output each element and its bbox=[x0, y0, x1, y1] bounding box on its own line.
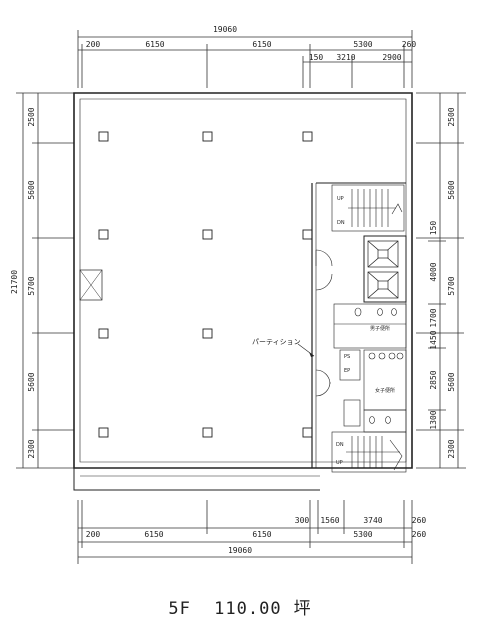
dim-bottom-seg-3: 6150 bbox=[252, 530, 271, 539]
dim-right-inner-2: 4000 bbox=[429, 262, 438, 281]
dim-top-seg-4: 5300 bbox=[353, 40, 372, 49]
dim-bottom-seg-5: 1560 bbox=[320, 516, 339, 525]
dim-top-seg-5: 260 bbox=[402, 40, 417, 49]
column bbox=[202, 427, 213, 438]
top-dimension-lines bbox=[77, 30, 413, 88]
restrooms bbox=[333, 303, 407, 433]
column bbox=[202, 131, 213, 142]
column bbox=[202, 229, 213, 240]
dim-left-seg-5: 2300 bbox=[27, 439, 36, 458]
bottom-dimension-lines bbox=[77, 500, 413, 564]
exterior-walls bbox=[73, 92, 413, 491]
dim-left-seg-3: 5700 bbox=[27, 276, 36, 295]
dim-left-seg-2: 5600 bbox=[27, 180, 36, 199]
column bbox=[302, 427, 313, 438]
dim-left-seg-4: 5600 bbox=[27, 372, 36, 391]
elevators bbox=[367, 240, 399, 299]
dim-right-inner-5: 2850 bbox=[429, 370, 438, 389]
dim-right-inner-4: 1450 bbox=[429, 330, 438, 349]
ep-label: EP bbox=[344, 368, 350, 374]
dim-bottom-sub-1: 5300 bbox=[353, 530, 372, 539]
partition-callout: パーティション bbox=[252, 338, 301, 346]
dim-top-seg-1: 200 bbox=[86, 40, 101, 49]
womens-wc-label: 女子便所 bbox=[375, 387, 395, 394]
dim-top-seg-2: 6150 bbox=[145, 40, 164, 49]
ps-label: PS bbox=[344, 354, 350, 360]
partition-arrowhead bbox=[309, 352, 314, 357]
dim-right-inner-1: 150 bbox=[429, 221, 438, 236]
floor-label: 5F bbox=[168, 599, 191, 619]
dim-left-total: 21700 bbox=[10, 270, 19, 294]
elevator-shaft bbox=[363, 235, 407, 303]
column bbox=[302, 131, 313, 142]
dim-top-total: 19060 bbox=[213, 25, 237, 34]
dim-right-outer-4: 5600 bbox=[447, 372, 456, 391]
dim-bottom-sub-2: 260 bbox=[412, 530, 427, 539]
dim-left-seg-1: 2500 bbox=[27, 107, 36, 126]
dim-right-outer-2: 5600 bbox=[447, 180, 456, 199]
column bbox=[98, 328, 109, 339]
dim-top-sub-1: 150 bbox=[309, 53, 324, 62]
area-unit: 坪 bbox=[293, 599, 312, 619]
stair-dn-label-lower: DN bbox=[336, 442, 344, 448]
right-dimension-lines bbox=[416, 92, 466, 469]
dim-bottom-seg-1: 200 bbox=[86, 530, 101, 539]
dim-right-inner-3: 1700 bbox=[429, 308, 438, 327]
column bbox=[98, 427, 109, 438]
column bbox=[98, 131, 109, 142]
stairwell-lower bbox=[331, 431, 407, 473]
dim-right-inner-6: 1300 bbox=[429, 410, 438, 429]
stair-up-label-lower: UP bbox=[336, 460, 343, 466]
mens-wc-label: 男子便所 bbox=[370, 325, 390, 332]
left-notch-hatch bbox=[79, 269, 103, 301]
left-notch bbox=[79, 269, 103, 301]
partition-doors bbox=[315, 249, 333, 397]
dim-right-outer-1: 2500 bbox=[447, 107, 456, 126]
structural-columns bbox=[98, 131, 313, 438]
dim-bottom-seg-2: 6150 bbox=[144, 530, 163, 539]
dim-right-outer-5: 2300 bbox=[447, 439, 456, 458]
dim-top-sub-2: 3210 bbox=[336, 53, 355, 62]
dim-bottom-total: 19060 bbox=[228, 546, 252, 555]
stair-dn-label: DN bbox=[337, 220, 345, 226]
floor-caption: 5F 110.00 坪 bbox=[0, 594, 480, 619]
dim-bottom-seg-7: 260 bbox=[412, 516, 427, 525]
left-dimension-lines bbox=[16, 92, 74, 469]
dim-top-sub-3: 2900 bbox=[382, 53, 401, 62]
column bbox=[302, 229, 313, 240]
column bbox=[202, 328, 213, 339]
dim-bottom-seg-4: 300 bbox=[295, 516, 310, 525]
partition-wall bbox=[311, 182, 406, 468]
column bbox=[98, 229, 109, 240]
floor-area: 110.00 bbox=[214, 599, 282, 619]
stair-up-label: UP bbox=[337, 196, 344, 202]
dim-bottom-seg-6: 3740 bbox=[363, 516, 382, 525]
dim-top-seg-3: 6150 bbox=[252, 40, 271, 49]
stairwell-upper bbox=[331, 184, 405, 232]
dim-right-outer-3: 5700 bbox=[447, 276, 456, 295]
